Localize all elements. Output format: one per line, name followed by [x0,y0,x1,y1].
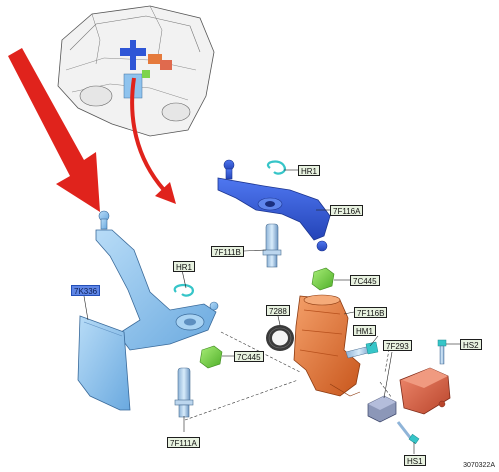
dashed-lines [184,331,393,421]
actuator-module [399,367,451,415]
transmission-overview [57,5,215,137]
bolt-hs2 [437,339,447,365]
callout-7c445-top: 7C445 [350,275,380,286]
callout-hs1: HS1 [404,455,426,466]
gear-selector-lever [77,210,219,411]
leader-lines [83,169,460,454]
callout-7f111b: 7F111B [211,246,244,257]
callout-7f293: 7F293 [383,340,412,351]
bushing-7c445-left [199,345,223,369]
callout-7f116b: 7F116B [354,307,388,318]
callout-7288: 7288 [266,305,290,316]
callout-7f116a: 7F116A [330,205,364,216]
pin-7f111a [174,367,194,418]
callout-hs2: HS2 [460,339,482,350]
clip-hr1-left [173,283,194,297]
bushing-7c445-top [311,267,335,291]
pin-7f111b [262,223,282,268]
figure-reference: 3070322A [463,462,495,469]
housing-7f116b [293,294,361,397]
bolt-hm1 [345,341,379,359]
callout-hr1-top: HR1 [298,165,321,176]
callout-hr1-left: HR1 [173,261,196,272]
callout-7k336: 7K336 [71,285,101,296]
callout-hm1: HM1 [353,325,376,336]
callout-7c445-left: 7C445 [234,351,264,362]
bolt-hs1 [396,421,420,445]
shift-lever-7f116a [217,159,331,252]
callout-7f111a: 7F111A [167,437,200,448]
seal-7288 [266,325,294,351]
clip-hr1-top [267,160,286,175]
sensor-7f293 [367,395,397,423]
red-arrows [8,48,176,212]
